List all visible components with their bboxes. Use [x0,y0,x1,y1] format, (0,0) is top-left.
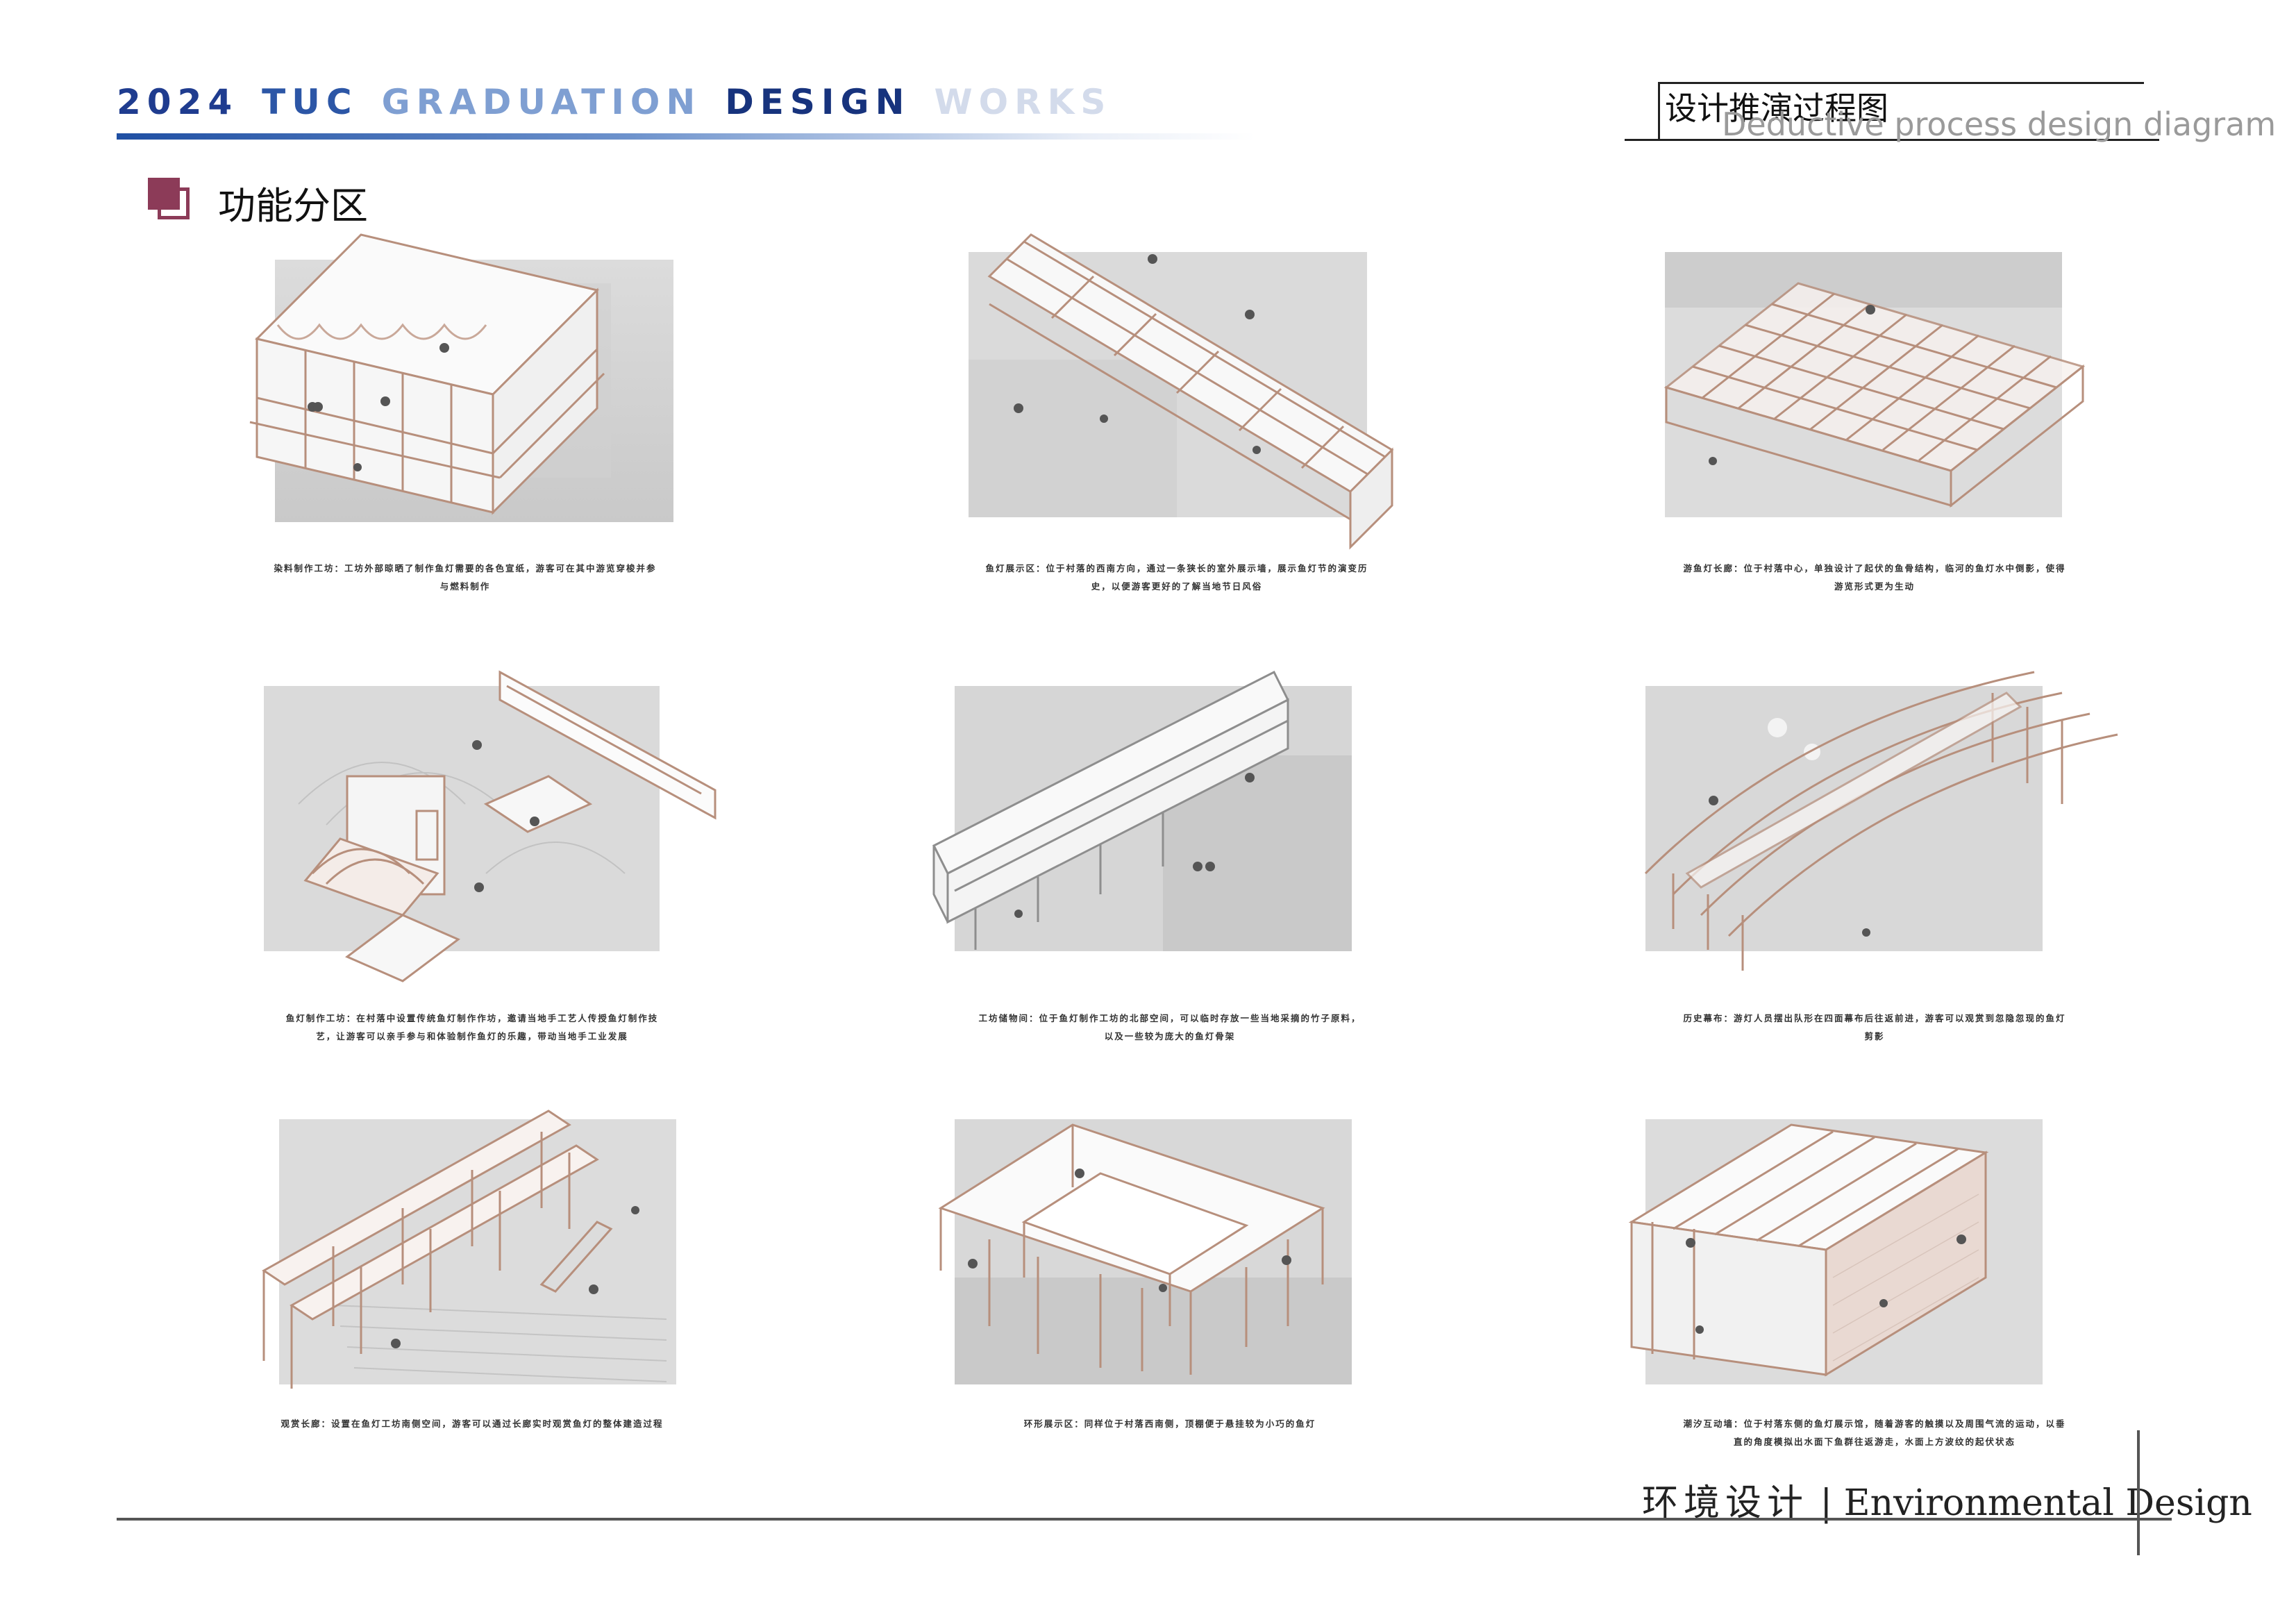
panel-workshop-storage: 工坊储物间：位于鱼灯制作工坊的北部空间，可以临时存放一些当地采摘的竹子原料，以及… [932,665,1406,1041]
header-title: 2024 TUC GRADUATION DESIGN WORKS [117,82,1135,122]
diagram-workshop-storage [932,670,1352,951]
section-square-icon [148,178,191,221]
header-right-vertical-line [1658,82,1660,140]
diagram-history-curtain [1644,671,2118,971]
panel-dye-workshop: 染料制作工坊：工坊外部晾晒了制作鱼灯需要的各色宣纸，游客可在其中游览穿梭并参与燃… [236,221,694,592]
footer-vertical-line [2137,1430,2140,1555]
caption-lantern-exhibition: 鱼灯展示区：位于村落的西南方向，通过一条狭长的室外展示墙，展示鱼灯节的演变历史，… [985,563,1368,592]
caption-lantern-corridor: 游鱼灯长廊：位于村落中心，单独设计了起伏的鱼骨结构，临河的鱼灯水中倒影，使得游览… [1683,563,2066,592]
header-gradient-rule [117,133,1255,140]
panel-tidal-wall: 潮汐互动墙：位于村落东侧的鱼灯展示馆，随着游客的触摸以及周围气流的运动，以垂直的… [1625,1097,2097,1447]
caption-workshop-storage: 工坊储物间：位于鱼灯制作工坊的北部空间，可以临时存放一些当地采摘的竹子原料，以及… [978,1013,1361,1041]
header-right-bottom-line [1625,139,2159,141]
header-word-design: DESIGN [725,82,911,122]
caption-lantern-making-workshop: 鱼灯制作工坊：在村落中设置传统鱼灯制作作坊，邀请当地手工艺人传授鱼灯制作技艺，让… [285,1013,659,1041]
header-word-graduation: GRADUATION [381,82,702,122]
caption-tidal-wall: 潮汐互动墙：位于村落东侧的鱼灯展示馆，随着游客的触摸以及周围气流的运动，以垂直的… [1683,1418,2066,1447]
header-right-top-line [1658,82,2144,84]
diagram-lantern-exhibition [969,233,1394,550]
footer-label: 环境设计 | Environmental Design [1642,1473,2252,1525]
footer-label-en: Environmental Design [1843,1482,2252,1524]
panel-lantern-making-workshop: 鱼灯制作工坊：在村落中设置传统鱼灯制作作坊，邀请当地手工艺人传授鱼灯制作技艺，让… [257,665,729,1041]
section-heading-zh: 设计推演过程图 [1665,90,1888,127]
diagram-dye-workshop [249,233,673,522]
panel-lantern-corridor: 游鱼灯长廊：位于村落中心，单独设计了起伏的鱼骨结构，临河的鱼灯水中倒影，使得游览… [1645,221,2104,592]
diagram-viewing-corridor [262,1110,676,1389]
caption-history-curtain: 历史幕布：游灯人员摆出队形在四面幕布后往返前进，游客可以观赏到忽隐忽现的鱼灯剪影 [1683,1013,2066,1041]
panel-ring-exhibition: 环形展示区：同样位于村落西南侧，顶棚便于悬挂较为小巧的鱼灯 [934,1097,1406,1429]
panel-viewing-corridor: 观赏长廊：设置在鱼灯工坊南侧空间，游客可以通过长廊实时观赏鱼灯的整体建造过程 [250,1097,708,1429]
caption-dye-workshop: 染料制作工坊：工坊外部晾晒了制作鱼灯需要的各色宣纸，游客可在其中游览穿梭并参与燃… [274,563,657,592]
diagram-lantern-making-workshop [264,670,717,982]
footer-label-zh: 环境设计 [1642,1482,1809,1524]
footer-rule [117,1518,2172,1521]
header-word-year: 2024 [117,82,239,122]
footer-separator: | [1820,1482,1833,1524]
panel-history-curtain: 历史幕布：游灯人员摆出队形在四面幕布后往返前进，游客可以观赏到忽隐忽现的鱼灯剪影 [1644,665,2118,1041]
caption-ring-exhibition: 环形展示区：同样位于村落西南侧，顶棚便于悬挂较为小巧的鱼灯 [1023,1418,1316,1429]
section-title: 功能分区 [218,184,368,228]
diagram-lantern-corridor [1664,252,2086,517]
header-word-works: WORKS [934,82,1112,122]
diagram-ring-exhibition [938,1119,1352,1384]
diagram-tidal-wall [1628,1119,2043,1384]
caption-viewing-corridor: 观赏长廊：设置在鱼灯工坊南侧空间，游客可以通过长廊实时观赏鱼灯的整体建造过程 [280,1418,664,1429]
section-heading-en: Deductive process design diagram [1722,106,2277,143]
header-word-tuc: TUC [262,82,358,122]
panel-lantern-exhibition: 鱼灯展示区：位于村落的西南方向，通过一条狭长的室外展示墙，展示鱼灯节的演变历史，… [941,221,1413,592]
